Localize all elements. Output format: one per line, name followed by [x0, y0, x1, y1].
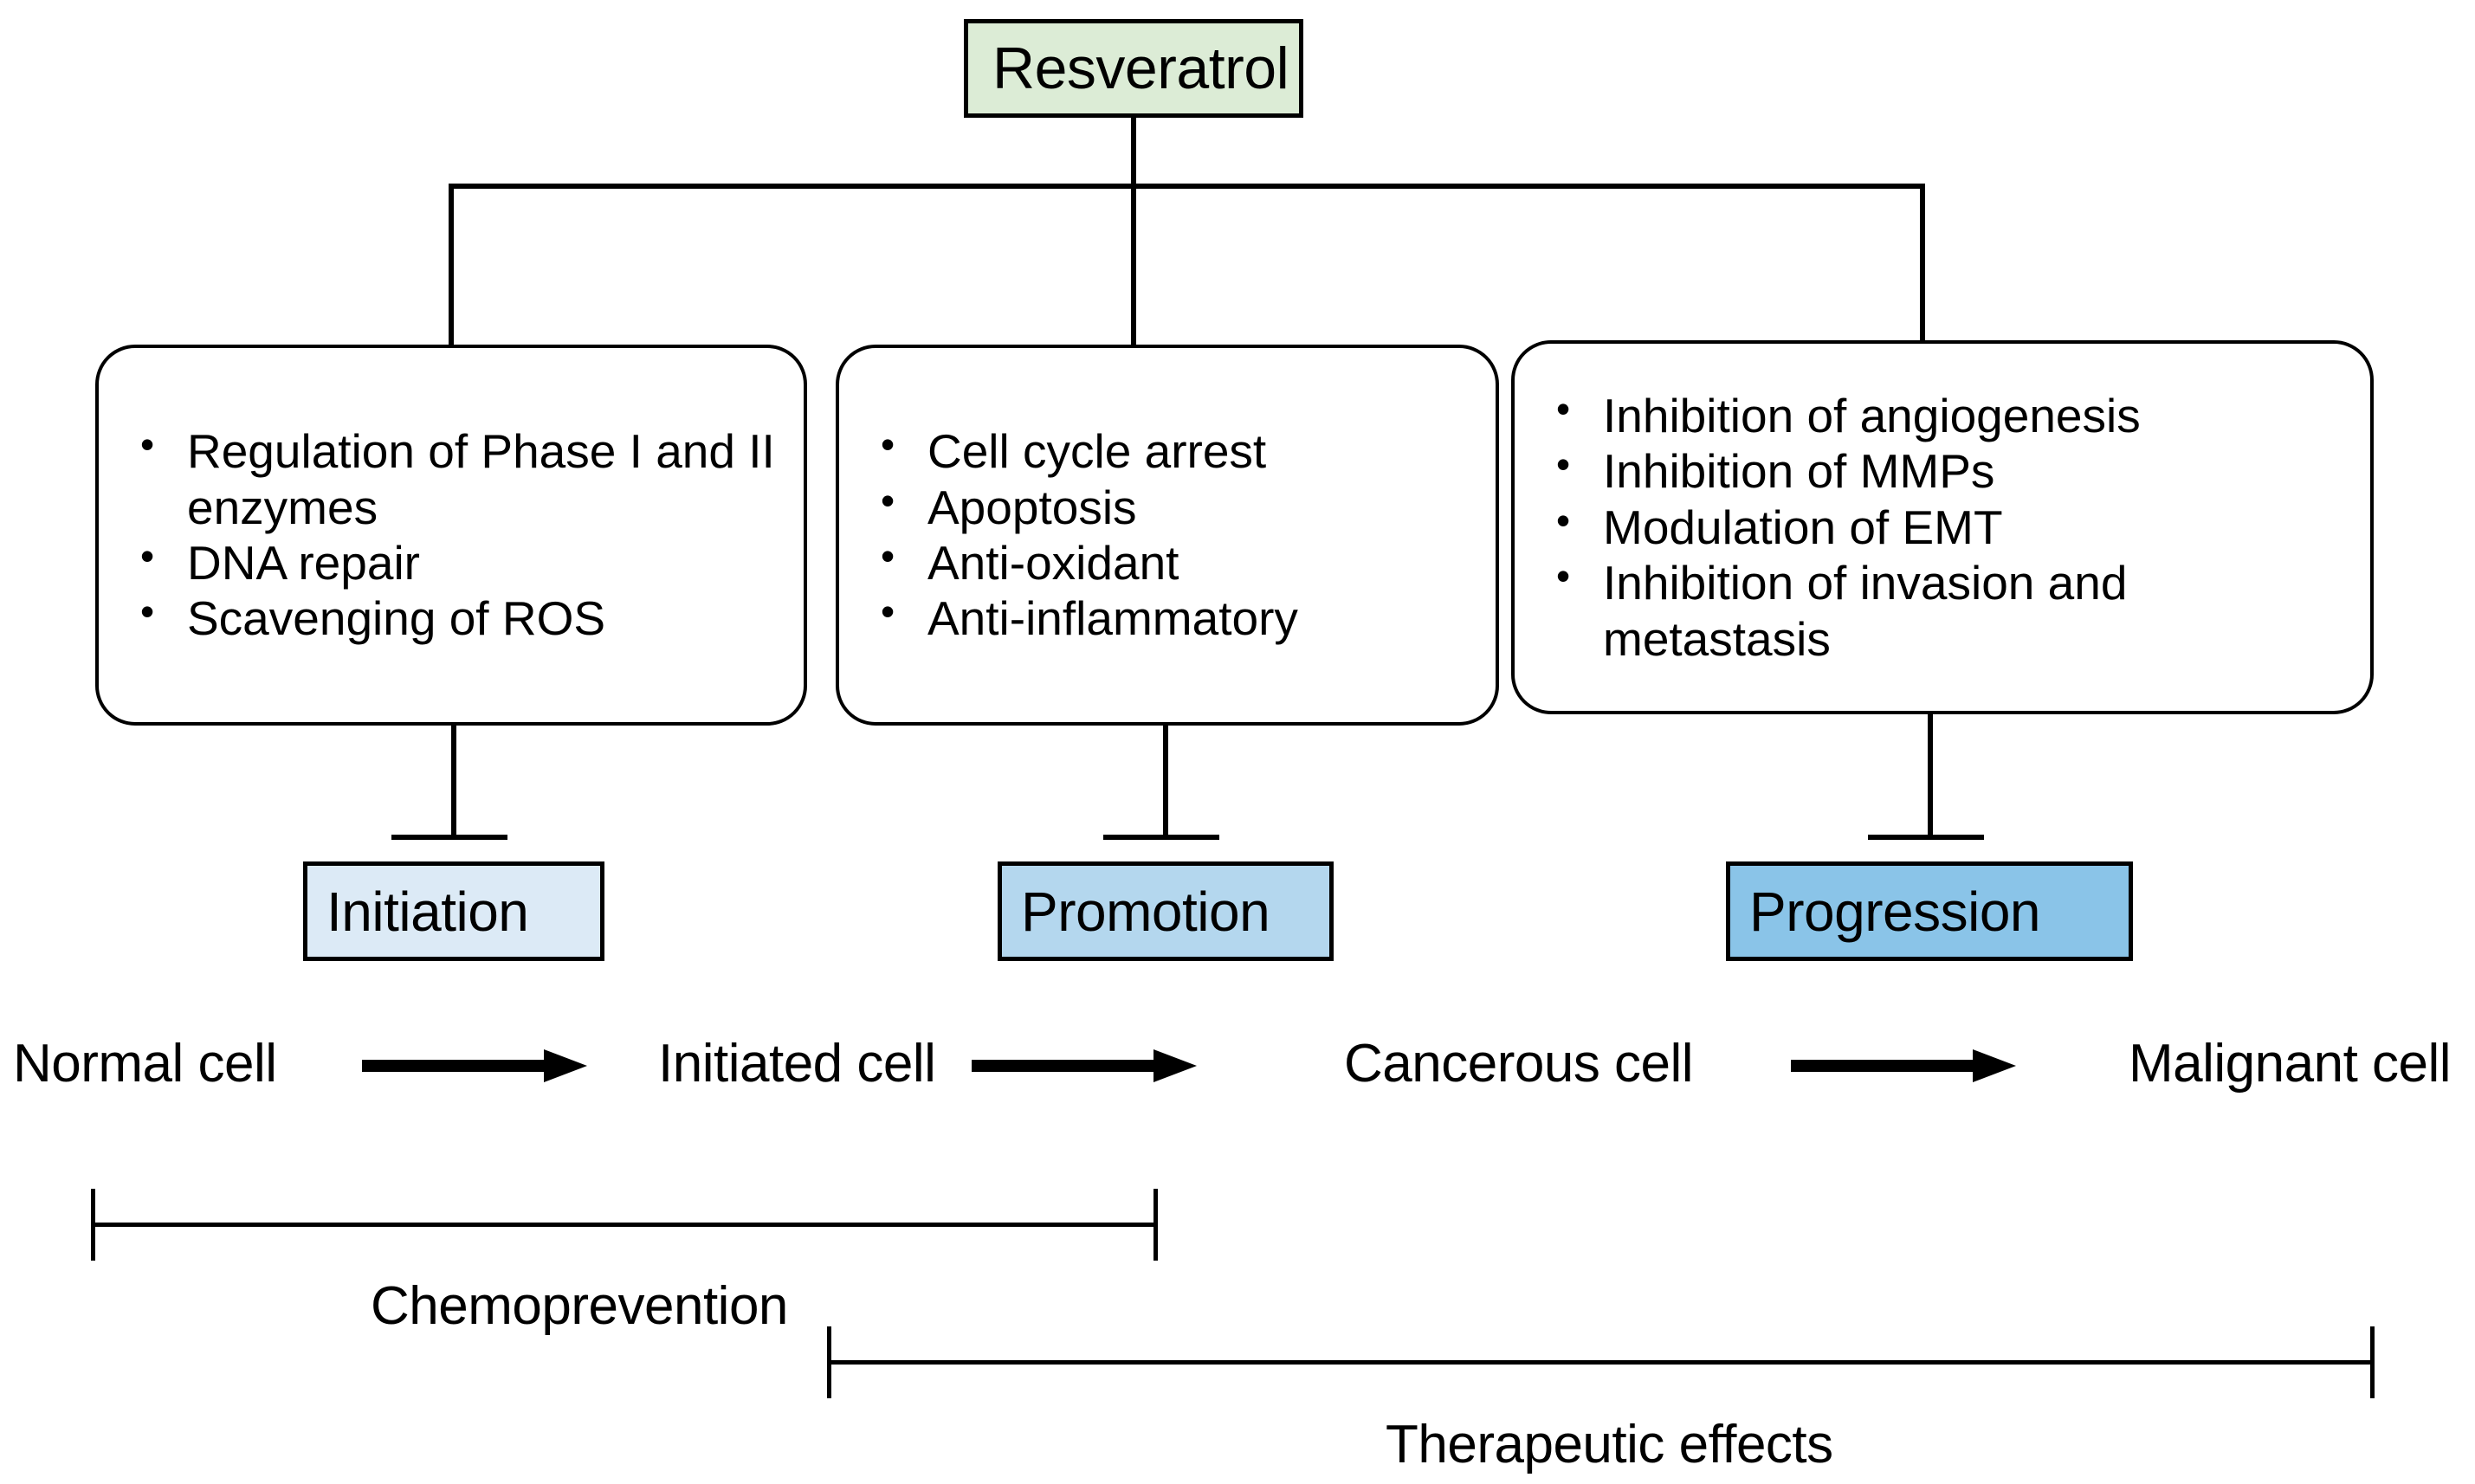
stage-box-initiation: Initiation — [303, 861, 604, 961]
mechanism-box-progression: Inhibition of angiogenesis Inhibition of… — [1511, 340, 2374, 714]
connector-stem-top — [1131, 118, 1136, 189]
arrow-normal-to-initiated — [362, 1044, 587, 1092]
arrow-right-icon — [972, 1049, 1197, 1082]
inhibition-bar-progression — [1868, 835, 1984, 840]
arrow-cancerous-to-malignant — [1791, 1044, 2016, 1092]
connector-drop-center — [1131, 184, 1136, 348]
list-item: Inhibition of angiogenesis — [1534, 386, 2362, 443]
chemoprevention-bracket-cap-right — [1153, 1189, 1158, 1261]
inhibition-stem-promotion — [1163, 726, 1168, 838]
mechanism-list: Regulation of Phase I and II enzymes DNA… — [118, 422, 795, 646]
stage-box-promotion: Promotion — [998, 861, 1334, 961]
inhibition-bar-promotion — [1103, 835, 1219, 840]
stage-label: Progression — [1749, 880, 2041, 943]
cell-state-normal: Normal cell — [13, 1034, 277, 1094]
mechanism-box-initiation: Regulation of Phase I and II enzymes DNA… — [95, 345, 807, 726]
inhibition-bar-initiation — [391, 835, 507, 840]
chemoprevention-label: Chemoprevention — [371, 1276, 788, 1336]
therapeutic-effects-label: Therapeutic effects — [1386, 1415, 1833, 1474]
list-item: Anti-inflammatory — [858, 589, 1487, 646]
arrow-initiated-to-cancerous — [972, 1044, 1197, 1092]
arrow-right-icon — [1791, 1049, 2016, 1082]
resveratrol-node: Resveratrol — [964, 19, 1303, 118]
cell-state-malignant: Malignant cell — [2129, 1034, 2452, 1094]
chemoprevention-bracket-span — [91, 1223, 1158, 1227]
cell-state-initiated: Initiated cell — [658, 1034, 936, 1094]
list-item: Cell cycle arrest — [858, 422, 1487, 479]
stage-label: Promotion — [1021, 880, 1270, 943]
mechanism-list: Cell cycle arrest Apoptosis Anti-oxidant… — [858, 422, 1487, 646]
connector-bus — [449, 184, 1925, 189]
list-item: Anti-oxidant — [858, 533, 1487, 590]
list-item: Regulation of Phase I and II enzymes — [118, 422, 795, 535]
stage-box-progression: Progression — [1726, 861, 2133, 961]
stage-label: Initiation — [326, 880, 529, 943]
list-item: Inhibition of invasion and metastasis — [1534, 553, 2362, 667]
chemoprevention-bracket-cap-left — [91, 1189, 95, 1261]
list-item: Inhibition of MMPs — [1534, 442, 2362, 499]
inhibition-stem-initiation — [451, 726, 456, 838]
therapeutic-bracket-cap-right — [2370, 1326, 2375, 1398]
cell-state-cancerous: Cancerous cell — [1344, 1034, 1694, 1094]
list-item: DNA repair — [118, 533, 795, 590]
list-item: Scavenging of ROS — [118, 589, 795, 646]
connector-drop-left — [449, 184, 454, 348]
list-item: Modulation of EMT — [1534, 498, 2362, 555]
mechanism-list: Inhibition of angiogenesis Inhibition of… — [1534, 386, 2362, 667]
mechanism-box-promotion: Cell cycle arrest Apoptosis Anti-oxidant… — [836, 345, 1499, 726]
therapeutic-bracket-span — [827, 1360, 2375, 1365]
list-item: Apoptosis — [858, 478, 1487, 535]
therapeutic-bracket-cap-left — [827, 1326, 831, 1398]
connector-drop-right — [1920, 184, 1925, 348]
resveratrol-label: Resveratrol — [992, 35, 1289, 101]
arrow-right-icon — [362, 1049, 587, 1082]
inhibition-stem-progression — [1928, 713, 1933, 838]
